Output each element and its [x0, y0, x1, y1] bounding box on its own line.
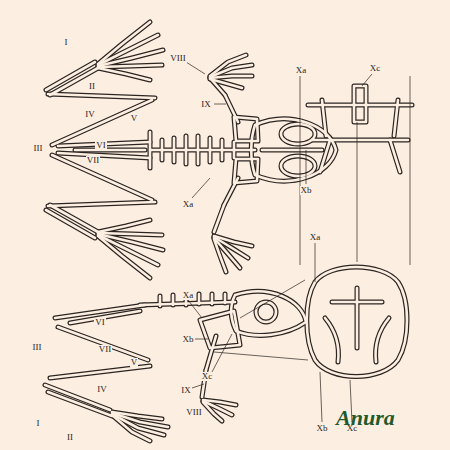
part-label: IV: [84, 110, 96, 119]
part-label: Xb: [300, 186, 313, 195]
title: Anura: [336, 406, 395, 430]
part-label: IX: [200, 100, 212, 109]
part-label: V: [130, 114, 139, 123]
part-label: VI: [95, 141, 107, 150]
part-label: Xb: [182, 335, 195, 344]
part-label: V: [130, 358, 139, 367]
part-label: Xa: [295, 66, 308, 75]
part-label: VII: [98, 345, 113, 354]
part-label: III: [33, 144, 44, 153]
part-label: IV: [96, 385, 108, 394]
part-label: Xc: [369, 64, 382, 73]
part-label: I: [36, 419, 41, 428]
part-label: I: [64, 38, 69, 47]
part-label: VI: [94, 318, 106, 327]
part-label: Xa: [309, 233, 322, 242]
part-label: II: [66, 433, 74, 442]
part-label: VII: [86, 156, 101, 165]
part-label: Xa: [182, 291, 195, 300]
part-label: II: [88, 82, 96, 91]
part-label: IX: [180, 386, 192, 395]
part-label: Xa: [182, 200, 195, 209]
part-label: Xc: [201, 372, 214, 381]
part-label: VIII: [169, 54, 187, 63]
part-label: III: [32, 343, 43, 352]
part-label: Xb: [316, 424, 329, 433]
part-label: VIII: [185, 408, 203, 417]
